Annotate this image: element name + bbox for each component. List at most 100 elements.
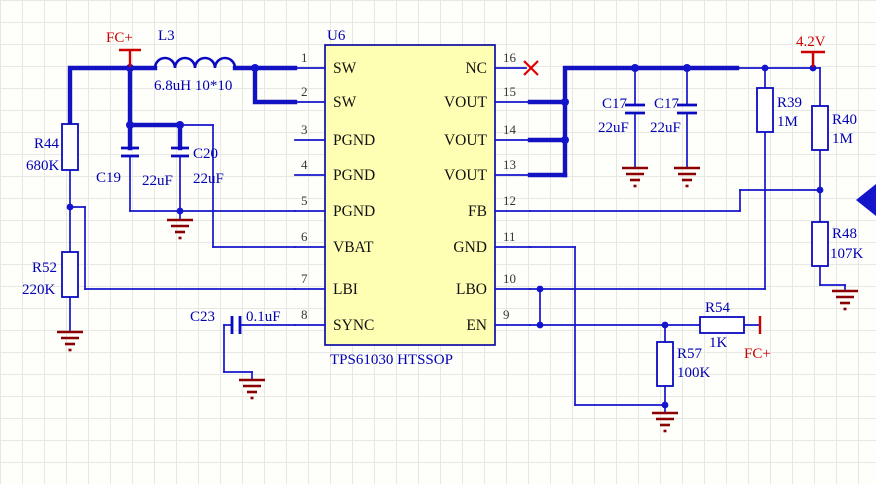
- pin-name: PGND: [333, 203, 375, 220]
- no-connect-line: [523, 60, 539, 76]
- pin-name: SW: [333, 60, 357, 77]
- junction-dot: [631, 64, 639, 72]
- pin-name: NC: [465, 60, 487, 77]
- resistor-r44[interactable]: R44 680K: [26, 123, 79, 174]
- pin-number: 8: [301, 307, 308, 322]
- value-label: 22uF: [650, 120, 681, 136]
- pin-number: 1: [301, 50, 308, 65]
- designator-label: C17: [654, 96, 680, 112]
- resistor-body[interactable]: [699, 316, 745, 334]
- power-port-4v2[interactable]: 4.2V: [796, 34, 826, 67]
- junction-dot: [816, 186, 824, 194]
- pin-number: 6: [301, 229, 308, 244]
- inductor-coil[interactable]: [153, 56, 237, 69]
- junction-dot: [251, 64, 259, 72]
- value-label: 107K: [830, 246, 864, 262]
- resistor-r40[interactable]: R40 1M: [811, 105, 857, 151]
- value-label: 22uF: [598, 120, 629, 136]
- junction-dot: [536, 285, 544, 293]
- pin-number: 2: [301, 84, 308, 99]
- pin-number: 7: [301, 271, 308, 286]
- designator-label: L3: [158, 28, 175, 44]
- junction-dot: [661, 321, 669, 329]
- designator-label: R52: [32, 260, 57, 276]
- designator-label: C23: [190, 309, 215, 325]
- pin-name: VBAT: [333, 239, 374, 256]
- ground-symbol[interactable]: [622, 166, 648, 188]
- capacitor-c23[interactable]: C23 0.1uF: [190, 309, 281, 334]
- pin-name: LBI: [333, 281, 358, 298]
- ground-symbol[interactable]: [674, 166, 700, 188]
- pin-number: 4: [301, 157, 308, 172]
- capacitor-c17-a[interactable]: C17 22uF: [598, 96, 645, 136]
- pin-name: VOUT: [444, 167, 488, 184]
- ground-symbol[interactable]: [652, 411, 678, 433]
- ic-body[interactable]: [324, 44, 496, 346]
- resistor-body[interactable]: [656, 341, 674, 387]
- junction-dot: [809, 64, 817, 72]
- junction-dot: [761, 64, 769, 72]
- resistor-body[interactable]: [756, 87, 774, 133]
- resistor-body[interactable]: [811, 105, 829, 151]
- power-port-fc-bottom[interactable]: FC+: [744, 316, 771, 362]
- pin-number: 12: [503, 193, 516, 208]
- designator-label: R48: [832, 226, 857, 242]
- pin-name: FB: [468, 203, 487, 220]
- inductor-l3[interactable]: L3 6.8uH 10*10: [153, 28, 237, 94]
- pin-name: EN: [466, 317, 487, 334]
- junction-dot: [561, 98, 569, 106]
- junction-dot: [126, 64, 134, 72]
- resistor-body[interactable]: [61, 123, 79, 171]
- pin-number: 5: [301, 193, 308, 208]
- pin-number: 13: [503, 157, 516, 172]
- designator-label: R44: [34, 136, 60, 152]
- pin-number: 10: [503, 271, 516, 286]
- ground-symbol[interactable]: [832, 289, 858, 311]
- resistor-body[interactable]: [61, 251, 79, 298]
- pin-name: LBO: [456, 281, 487, 298]
- ic-designator: U6: [327, 28, 346, 44]
- value-label: 680K: [26, 158, 60, 174]
- resistor-body[interactable]: [811, 221, 829, 267]
- pin-name: VOUT: [444, 94, 488, 111]
- value-label: 0.1uF: [246, 309, 281, 325]
- value-label: 22uF: [193, 171, 224, 187]
- designator-label: R39: [777, 95, 802, 111]
- junction-dot: [561, 136, 569, 144]
- designator-label: C20: [193, 146, 218, 162]
- wires[interactable]: [69, 67, 846, 414]
- pin-number: 9: [503, 307, 510, 322]
- pin-name: SW: [333, 94, 357, 111]
- resistor-r48[interactable]: R48 107K: [811, 221, 864, 267]
- resistor-r39[interactable]: R39 1M: [756, 87, 802, 133]
- ic-part-label: TPS61030 HTSSOP: [330, 352, 453, 368]
- value-label: 220K: [22, 282, 56, 298]
- resistor-r57[interactable]: R57 100K: [656, 341, 711, 387]
- capacitor-c20[interactable]: C20 22uF: [171, 146, 224, 187]
- designator-label: C19: [96, 170, 121, 186]
- ground-symbol[interactable]: [239, 378, 265, 400]
- designator-label: R54: [705, 300, 731, 316]
- capacitor-c17-b[interactable]: C17 22uF: [650, 96, 697, 136]
- designator-label: R40: [832, 112, 857, 128]
- wire-segment-thick[interactable]: [252, 65, 298, 105]
- value-label: 1K: [709, 335, 728, 351]
- power-port-fc-top[interactable]: FC+: [106, 30, 141, 67]
- junction-dot: [126, 121, 134, 129]
- off-sheet-connector-triangle[interactable]: [856, 184, 876, 216]
- designator-label: R57: [677, 346, 703, 362]
- ground-symbol[interactable]: [167, 218, 193, 240]
- power-label: FC+: [106, 30, 133, 46]
- designator-label: C17: [602, 96, 628, 112]
- resistor-r52[interactable]: R52 220K: [22, 251, 79, 298]
- pin-name: SYNC: [333, 317, 374, 334]
- resistor-r54[interactable]: R54 1K: [699, 300, 745, 351]
- capacitor-c19[interactable]: C19 22uF: [96, 146, 173, 189]
- wire-segment-thick[interactable]: [527, 65, 740, 105]
- ground-symbol[interactable]: [57, 330, 83, 352]
- junction-dots: [66, 64, 824, 409]
- wire-segment-thick[interactable]: [67, 65, 158, 128]
- ic-u6[interactable]: U6 TPS61030 HTSSOP SW SW PGND PGND PGND …: [294, 28, 531, 368]
